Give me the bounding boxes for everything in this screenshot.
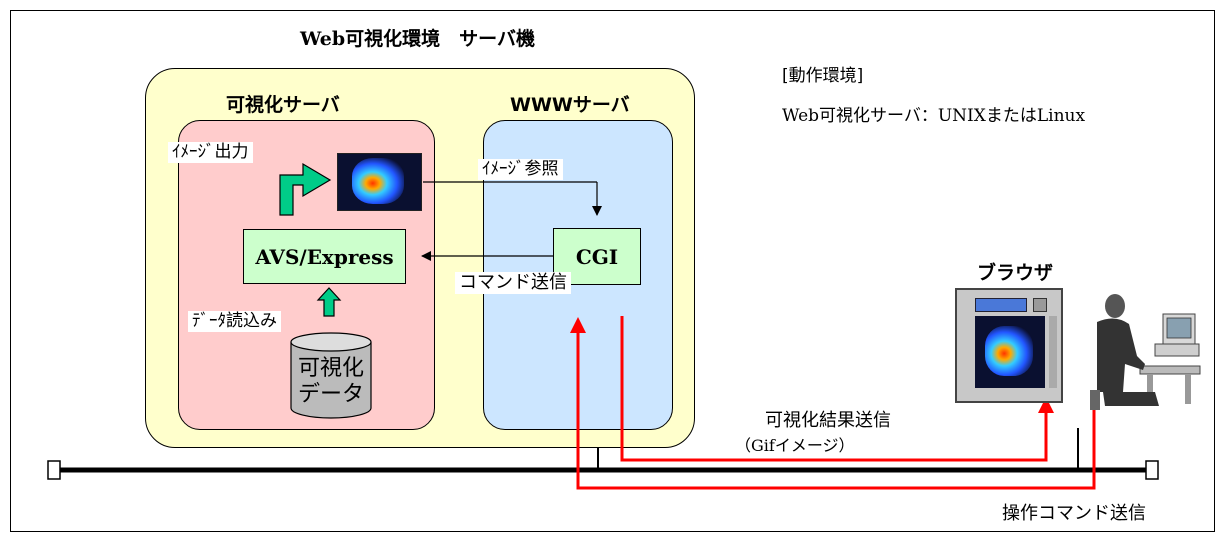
- command-send-network-label: 操作コマンド送信: [1002, 503, 1146, 524]
- avs-express-box: AVS/Express: [243, 229, 406, 284]
- result-send-label: 可視化結果送信: [765, 410, 891, 431]
- network-terminal-left: [47, 460, 61, 480]
- command-send-label: コマンド送信: [455, 272, 571, 294]
- data-store-label-line2: データ: [297, 382, 364, 407]
- data-read-arrow-icon: [316, 287, 342, 317]
- environment-detail: Web可視化サーバ：UNIXまたはLinux: [782, 106, 1086, 126]
- page-title: Web可視化環境 サーバ機: [300, 28, 535, 50]
- image-output-label: ｲﾒｰｼﾞ出力: [168, 142, 253, 163]
- outer-frame: [10, 10, 1215, 532]
- result-format-label: （Gifイメージ）: [735, 436, 855, 455]
- command-flow-arrow: [570, 317, 1096, 490]
- data-read-label: ﾃﾞｰﾀ読込み: [188, 311, 281, 332]
- www-server-title: WWWサーバ: [510, 94, 630, 116]
- visualization-image: [337, 153, 422, 211]
- result-flow-arrow: [620, 316, 1054, 462]
- browser-title: ブラウザ: [977, 262, 1054, 284]
- viz-server-title: 可視化サーバ: [226, 94, 340, 116]
- data-store-label-line1: 可視化: [297, 356, 364, 381]
- data-store-label: 可視化 データ: [290, 356, 372, 408]
- user-at-pc-icon: [1090, 294, 1201, 410]
- image-ref-label: ｲﾒｰｼﾞ参照: [478, 159, 563, 180]
- environment-heading: [動作環境]: [782, 66, 864, 86]
- database-icon: [290, 332, 372, 419]
- browser-window-icon: [955, 288, 1063, 403]
- image-output-arrow-icon: [279, 162, 332, 216]
- network-terminal-right: [1145, 460, 1159, 480]
